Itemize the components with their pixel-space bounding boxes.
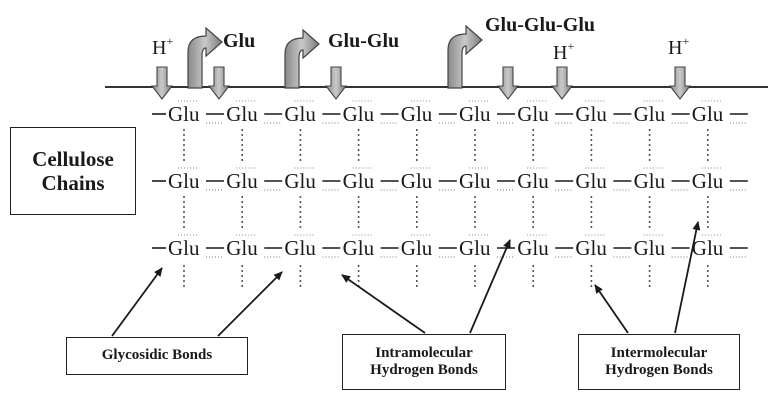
proton-arrow-3: [668, 66, 692, 100]
chain-2-glu-7: Glu: [517, 169, 549, 193]
glycosidic-bonds-label: Glycosidic Bonds: [101, 347, 213, 364]
intra-label-line-1: Intramolecular: [375, 344, 473, 361]
proton-label-3: H+: [668, 34, 689, 59]
chain-3-glu-1: Glu: [168, 236, 200, 260]
chain-1-glu-8: Glu: [575, 102, 607, 126]
cellulose-box-line-1: Cellulose: [32, 146, 114, 171]
chain-2-glu-8: Glu: [575, 169, 607, 193]
intramolecular-bonds-box: Intramolecular Hydrogen Bonds: [342, 334, 506, 390]
chain-2-glu-2: Glu: [226, 169, 258, 193]
cleave-arrow-2: [324, 66, 348, 100]
chain-2-glu-10: Glu: [692, 169, 724, 193]
svg-text:H+: H+: [553, 39, 574, 64]
chain-3-glu-9: Glu: [634, 236, 666, 260]
chain-3-glu-10: Glu: [692, 236, 724, 260]
intra-label-line-2: Hydrogen Bonds: [370, 362, 478, 378]
release-arrow-glu-glu-glu: [447, 24, 483, 89]
proton-arrows: [150, 66, 692, 100]
release-arrow-glu: [187, 26, 223, 89]
chain-1-glu-9: Glu: [634, 102, 666, 126]
pointer-glycosidic-1: [111, 267, 163, 337]
chain-3-glu-6: Glu: [459, 236, 491, 260]
pointer-glycosidic-2: [217, 271, 283, 337]
chain-3-glu-7: Glu: [517, 236, 549, 260]
proton-arrow-2: [550, 66, 574, 100]
chain-2-glu-4: Glu: [343, 169, 375, 193]
release-arrows: [187, 24, 483, 89]
pointer-intra-1: [341, 274, 426, 334]
product-glu-glu-glu: Glu-Glu-Glu: [485, 14, 595, 36]
chain-3-glu-4: Glu: [343, 236, 375, 260]
chain-2-glu-3: Glu: [284, 169, 316, 193]
cellulose-chains-box: Cellulose Chains: [10, 127, 136, 215]
chain-2-glu-6: Glu: [459, 169, 491, 193]
cellulose-box-line-2: Chains: [41, 171, 105, 195]
chain-1-glu-6: Glu: [459, 102, 491, 126]
chain-2-glu-5: Glu: [401, 169, 433, 193]
release-arrow-glu-glu: [284, 28, 320, 89]
product-glu: Glu: [223, 30, 255, 52]
inter-label-line-2: Hydrogen Bonds: [605, 362, 713, 378]
chain-2-glu-9: Glu: [634, 169, 666, 193]
pointer-arrows: [111, 221, 701, 337]
chain-3-glu-3: Glu: [284, 236, 316, 260]
cleave-arrow-1: [207, 66, 231, 100]
pointer-inter-1: [594, 284, 629, 334]
hydrogen-bond-lines: [183, 129, 709, 290]
proton-label-2: H+: [553, 39, 574, 64]
proton-arrow-1: [150, 66, 174, 100]
svg-text:H+: H+: [668, 34, 689, 59]
proton-label-1: H+: [152, 34, 173, 59]
intermolecular-bonds-box: Intermolecular Hydrogen Bonds: [578, 334, 740, 390]
chain-1-glu-3: Glu: [284, 102, 316, 126]
pointer-intra-2: [469, 239, 511, 334]
chain-3-glu-5: Glu: [401, 236, 433, 260]
svg-text:H+: H+: [152, 34, 173, 59]
cleave-arrow-3: [496, 66, 520, 100]
inter-label-line-1: Intermolecular: [610, 344, 708, 361]
chain-1-glu-4: Glu: [343, 102, 375, 126]
product-glu-glu: Glu-Glu: [328, 30, 399, 52]
chain-2-glu-1: Glu: [168, 169, 200, 193]
glycosidic-bonds-box: Glycosidic Bonds: [66, 337, 248, 375]
chain-3-glu-8: Glu: [575, 236, 607, 260]
chain-3-glu-2: Glu: [226, 236, 258, 260]
chain-1-glu-10: Glu: [692, 102, 724, 126]
chain-1-glu-5: Glu: [401, 102, 433, 126]
pointer-inter-2: [674, 221, 701, 334]
chain-1-glu-1: Glu: [168, 102, 200, 126]
chain-1-glu-7: Glu: [517, 102, 549, 126]
chain-1-glu-2: Glu: [226, 102, 258, 126]
